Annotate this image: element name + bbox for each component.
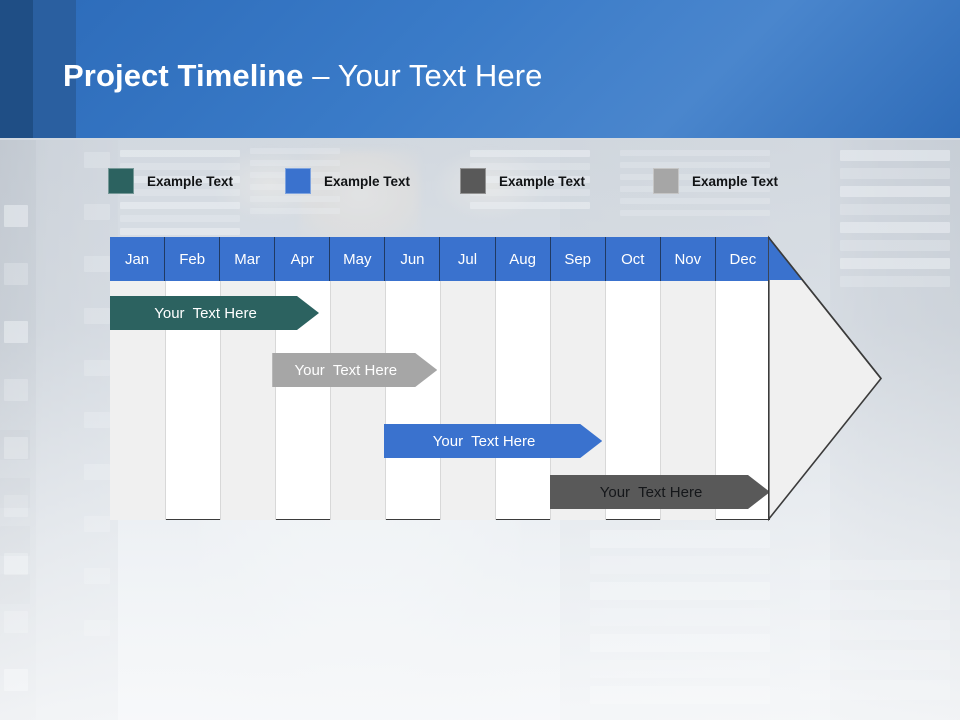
page-title-rest: Your Text Here bbox=[337, 58, 543, 93]
legend-label: Example Text bbox=[324, 173, 411, 189]
column-divider bbox=[330, 281, 331, 520]
column-divider bbox=[605, 281, 606, 520]
legend-swatch-icon bbox=[285, 168, 311, 194]
task-bar-3[interactable]: Your Text Here bbox=[384, 424, 602, 458]
month-header-apr[interactable]: Apr bbox=[275, 237, 331, 281]
column-divider bbox=[660, 281, 661, 520]
month-header-oct[interactable]: Oct bbox=[605, 237, 661, 281]
timeline-arrow-head bbox=[768, 235, 883, 522]
legend-swatch-icon bbox=[108, 168, 134, 194]
legend-item-3: Example Text bbox=[460, 168, 585, 194]
page-title: Project Timeline – Your Text Here bbox=[63, 58, 542, 94]
task-bar-shape bbox=[110, 296, 319, 330]
task-bar-4[interactable]: Your Text Here bbox=[550, 475, 770, 509]
legend-item-4: Example Text bbox=[653, 168, 778, 194]
page-title-bold: Project Timeline bbox=[63, 58, 304, 93]
column-band-may bbox=[330, 281, 385, 520]
column-divider bbox=[440, 281, 441, 520]
task-bar-shape bbox=[272, 353, 437, 387]
task-bar-label: Your Text Here bbox=[154, 304, 257, 322]
month-header-nov[interactable]: Nov bbox=[660, 237, 716, 281]
column-band-jul bbox=[440, 281, 495, 520]
month-header-feb[interactable]: Feb bbox=[165, 237, 221, 281]
legend-label: Example Text bbox=[499, 173, 586, 189]
column-divider bbox=[220, 281, 221, 520]
month-header-mar[interactable]: Mar bbox=[220, 237, 276, 281]
title-band: Project Timeline – Your Text Here bbox=[0, 0, 960, 138]
column-divider bbox=[495, 281, 496, 520]
column-divider bbox=[715, 281, 716, 520]
title-band-stripe-dark bbox=[0, 0, 33, 138]
title-band-stripe-mid bbox=[33, 0, 76, 138]
task-bar-label: Your Text Here bbox=[599, 483, 703, 501]
task-bar-1[interactable]: Your Text Here bbox=[110, 296, 319, 330]
legend-label: Example Text bbox=[692, 173, 779, 189]
task-bar-shape bbox=[384, 424, 602, 458]
task-bar-2[interactable]: Your Text Here bbox=[272, 353, 437, 387]
legend-item-1: Example Text bbox=[108, 168, 233, 194]
page-title-separator: – bbox=[303, 58, 338, 93]
task-bar-shape bbox=[550, 475, 770, 509]
month-header-jun[interactable]: Jun bbox=[385, 237, 441, 281]
column-divider bbox=[385, 281, 386, 520]
column-divider bbox=[550, 281, 551, 520]
column-divider bbox=[165, 281, 166, 520]
month-header-jan[interactable]: Jan bbox=[110, 237, 166, 281]
month-header-dec[interactable]: Dec bbox=[715, 237, 770, 281]
month-header-jul[interactable]: Jul bbox=[440, 237, 496, 281]
task-bar-label: Your Text Here bbox=[294, 361, 398, 379]
column-divider bbox=[275, 281, 276, 520]
month-header-aug[interactable]: Aug bbox=[495, 237, 551, 281]
task-bar-label: Your Text Here bbox=[432, 432, 536, 450]
legend-label: Example Text bbox=[147, 173, 234, 189]
month-header-sep[interactable]: Sep bbox=[550, 237, 606, 281]
title-band-stripe-light bbox=[76, 0, 960, 138]
legend-swatch-icon bbox=[460, 168, 486, 194]
legend-swatch-icon bbox=[653, 168, 679, 194]
month-header-may[interactable]: May bbox=[330, 237, 386, 281]
legend-item-2: Example Text bbox=[285, 168, 410, 194]
